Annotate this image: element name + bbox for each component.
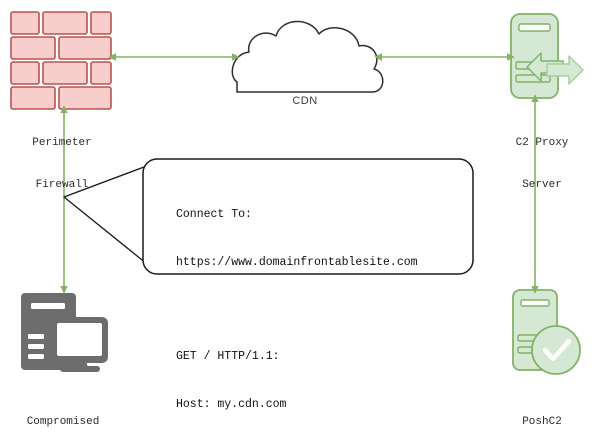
desktop-computer-icon <box>21 293 108 372</box>
label-poshc2-server: PoshC2 Server <box>490 387 594 435</box>
label-c2-proxy-server: C2 Proxy Server <box>490 108 594 220</box>
callout-content: Connect To: https://www.domainfrontables… <box>176 175 468 435</box>
label-line-1: PoshC2 <box>522 416 562 428</box>
callout-line-url: https://www.domainfrontablesite.com <box>176 256 418 269</box>
label-line-1: Perimeter <box>32 137 92 149</box>
firewall-brick-icon <box>10 11 112 110</box>
callout-bubble <box>63 158 474 275</box>
label-line-1: C2 Proxy <box>515 137 569 149</box>
callout-spacer <box>176 303 468 317</box>
label-cdn: CDN <box>262 95 348 107</box>
proxy-server-icon <box>510 13 584 99</box>
cloud-icon <box>231 20 384 93</box>
label-perimeter-firewall: Perimeter Firewall <box>6 108 118 220</box>
label-line-2: Server <box>522 179 562 191</box>
callout-line-request: GET / HTTP/1.1: <box>176 350 280 363</box>
callout-line-connect-to: Connect To: <box>176 208 252 221</box>
label-line-1: CDN <box>292 95 318 107</box>
label-compromised-host: Compromised Host <box>2 387 124 435</box>
label-line-2: Firewall <box>35 179 89 191</box>
callout-line-host-header: Host: my.cdn.com <box>176 398 287 411</box>
label-line-1: Compromised <box>26 416 100 428</box>
server-check-icon <box>512 289 581 375</box>
